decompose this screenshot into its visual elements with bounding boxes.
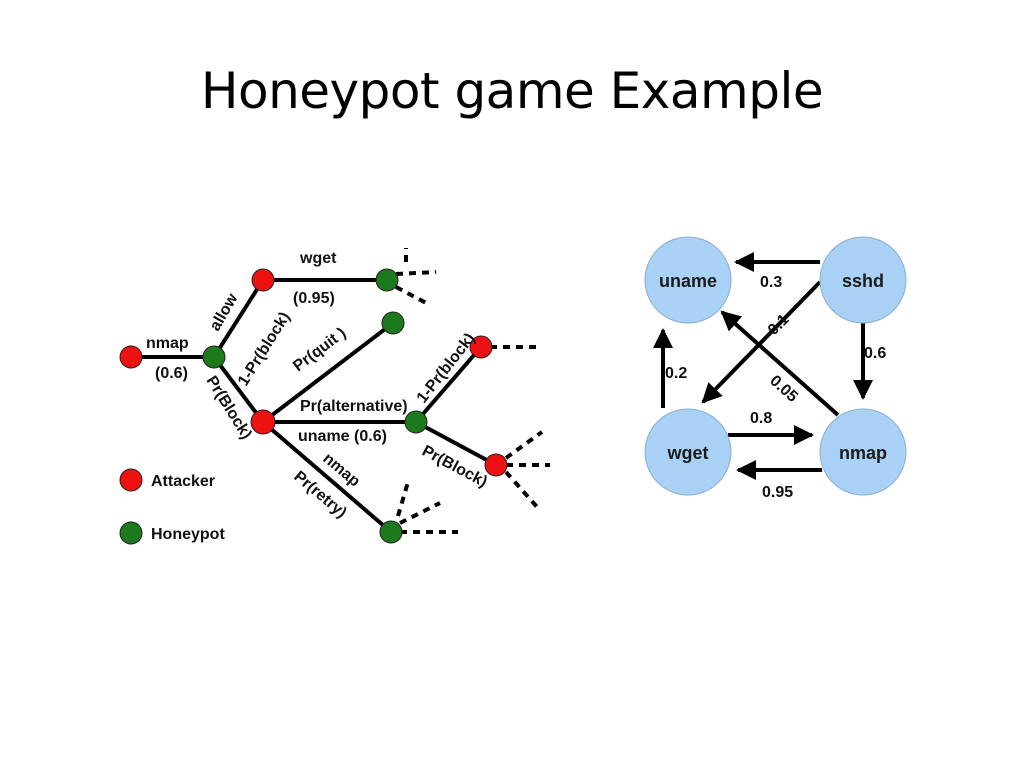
- attacker-node-root: [119, 345, 143, 369]
- label-one-minus-pr-block-2: 1-Pr(block): [414, 330, 479, 406]
- state-node-uname: [644, 236, 732, 324]
- edge-block: [212, 355, 265, 424]
- honeypot-node-wget: [375, 268, 399, 292]
- state-label-wget: wget: [666, 443, 708, 463]
- legend-honeypot-swatch: [119, 521, 143, 545]
- label-wget-prob: (0.95): [293, 290, 335, 307]
- label-pr-quit: Pr(quit ): [290, 325, 349, 375]
- label-allow: allow: [207, 290, 242, 334]
- edge-alt-allow: [414, 345, 483, 424]
- label-wget: wget: [299, 250, 337, 267]
- honeypot-node-quit: [381, 311, 405, 335]
- attacker-node-alt-allow: [469, 335, 493, 359]
- edge-retry: [261, 420, 393, 534]
- edge-label-sshd-nmap: 0.6: [864, 345, 886, 362]
- state-graph-nodes: uname sshd wget nmap: [644, 236, 907, 496]
- label-nmap-root-prob: (0.6): [155, 365, 188, 382]
- edge-allow: [212, 278, 265, 359]
- label-pr-block-2: Pr(Block): [419, 443, 490, 491]
- state-label-nmap: nmap: [839, 443, 887, 463]
- state-label-sshd: sshd: [842, 271, 884, 291]
- state-label-uname: uname: [659, 271, 717, 291]
- attacker-node-alt-block: [484, 453, 508, 477]
- tree-nodes: [119, 268, 508, 544]
- edge-sshd-wget: [701, 280, 822, 404]
- attacker-node-allow: [251, 268, 275, 292]
- honeypot-node-alt: [404, 410, 428, 434]
- edge-label-wget-uname: 0.2: [665, 365, 687, 382]
- legend-attacker-label: Attacker: [151, 473, 215, 490]
- edge-quit: [261, 321, 395, 424]
- honeypot-node-1: [202, 345, 226, 369]
- edge-nmap-uname: [720, 310, 840, 417]
- label-uname: uname (0.6): [298, 428, 387, 445]
- state-node-wget: [644, 408, 732, 496]
- state-graph-edges: [653, 252, 873, 480]
- game-tree: [131, 278, 497, 534]
- legend: Attacker Honeypot: [119, 468, 225, 545]
- edge-label-nmap-wget: 0.95: [762, 484, 793, 501]
- edge-label-sshd-uname: 0.3: [760, 274, 782, 291]
- label-pr-alternative: Pr(alternative): [300, 398, 408, 415]
- legend-attacker-swatch: [119, 468, 143, 492]
- continuation-stubs: [395, 248, 550, 534]
- legend-honeypot-label: Honeypot: [151, 526, 225, 543]
- edge-label-wget-nmap: 0.8: [750, 410, 772, 427]
- label-nmap-root: nmap: [146, 335, 189, 352]
- edge-alt-block: [415, 420, 497, 467]
- state-node-nmap: [819, 408, 907, 496]
- honeypot-node-retry: [379, 520, 403, 544]
- attacker-node-block: [250, 409, 276, 435]
- label-nmap-retry: nmap: [319, 450, 363, 491]
- slide-title: Honeypot game Example: [200, 62, 824, 120]
- state-node-sshd: [819, 236, 907, 324]
- label-one-minus-pr-block: 1-Pr(block): [235, 309, 294, 389]
